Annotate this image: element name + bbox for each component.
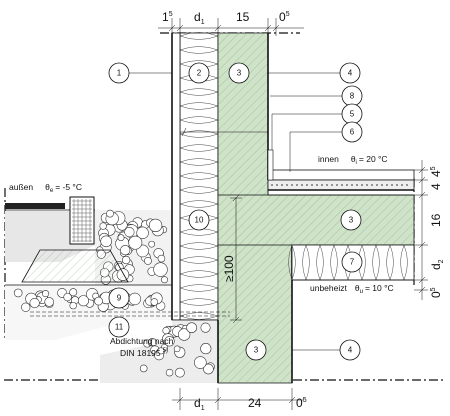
callout-2: 2: [188, 62, 210, 84]
lower-gravel-zone: [100, 319, 218, 383]
gravel-backfill: [95, 209, 173, 285]
svg-text:6: 6: [350, 128, 355, 137]
right-dim-4: d2: [429, 259, 445, 270]
callout-leaders: [129, 72, 342, 351]
svg-text:10: 10: [195, 216, 204, 225]
callout-7: 7: [341, 251, 363, 273]
svg-text:3: 3: [254, 346, 259, 355]
callout-6: 6: [341, 121, 363, 143]
callout-3-top: 3: [228, 62, 250, 84]
svg-text:3: 3: [237, 69, 242, 78]
kerb-stone: [69, 196, 95, 245]
bot-dim-1: d1: [194, 396, 205, 412]
outer-plaster-layer: [171, 32, 181, 321]
svg-text:3: 3: [349, 216, 354, 225]
callout-11: 11: [108, 316, 130, 338]
top-dim-1: 15: [162, 10, 173, 24]
callout-4-bottom: 4: [339, 339, 361, 361]
concrete-structure: [217, 32, 415, 384]
right-dimension-line: [414, 160, 428, 300]
right-dim-2: 4: [429, 183, 443, 190]
edge-insulation-strip: [267, 149, 274, 181]
hatched-soil-base: [21, 249, 129, 283]
bot-dim-3: 05: [296, 396, 307, 410]
callout-1: 1: [108, 62, 130, 84]
svg-text:11: 11: [115, 323, 124, 332]
callout-9: 9: [108, 287, 130, 309]
label-seal-line1: Abdichtung nach: [110, 336, 174, 346]
callout-3-bottom: 3: [245, 339, 267, 361]
svg-text:8: 8: [350, 92, 355, 101]
gravel-bed: [5, 284, 172, 340]
svg-text:2: 2: [197, 69, 202, 78]
bot-dim-2: 24: [248, 396, 262, 410]
callout-4-top: 4: [339, 62, 361, 84]
top-dim-2: d1: [194, 10, 205, 26]
svg-text:4: 4: [348, 69, 353, 78]
top-dim-3: 15: [236, 10, 250, 24]
svg-text:9: 9: [117, 294, 122, 303]
right-dim-3: 16: [429, 213, 443, 227]
top-dim-4: 05: [279, 10, 290, 24]
callout-8: 8: [341, 85, 363, 107]
callout-10: 10: [188, 209, 210, 231]
top-dimension-line: [158, 18, 304, 36]
vertical-dimension: [230, 194, 242, 324]
svg-text:1: 1: [117, 69, 122, 78]
floor-buildup: [267, 169, 415, 196]
callout-5: 5: [341, 103, 363, 125]
svg-text:7: 7: [350, 258, 355, 267]
svg-text:5: 5: [350, 110, 355, 119]
right-dim-5: 05: [429, 287, 443, 298]
bottom-dimension-line: [172, 388, 304, 410]
svg-text:4: 4: [348, 346, 353, 355]
right-dim-1: 45: [429, 166, 443, 177]
vertical-dim-label: ≥100: [222, 255, 236, 282]
callout-3-slab: 3: [340, 209, 362, 231]
